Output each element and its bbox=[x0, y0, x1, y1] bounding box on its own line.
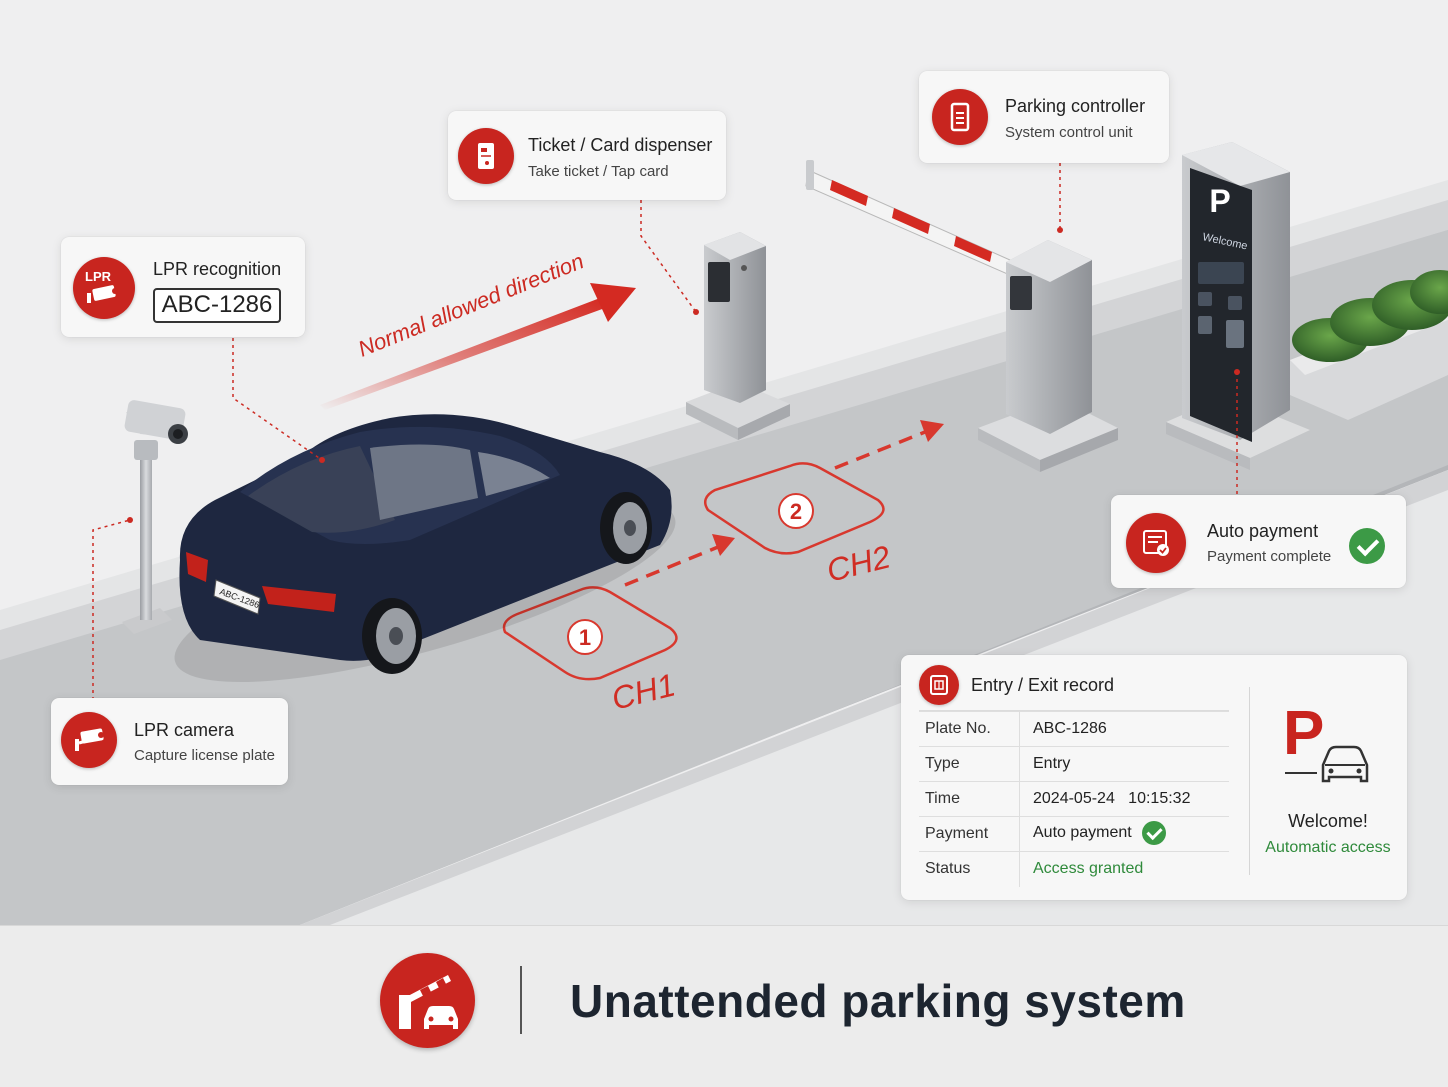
lpr-recognition-title: LPR recognition bbox=[153, 259, 282, 279]
car: ABC-1286 bbox=[174, 414, 676, 682]
check-icon bbox=[1141, 821, 1166, 845]
ticket-dispenser-title: Ticket / Card dispenser bbox=[528, 135, 713, 155]
check-icon bbox=[1349, 528, 1385, 564]
camera-icon bbox=[61, 712, 117, 768]
loop1-number: 1 bbox=[579, 625, 591, 650]
arrow-head-2 bbox=[920, 420, 944, 442]
path-arrows bbox=[624, 430, 926, 587]
barrier-car-icon bbox=[380, 953, 475, 1048]
row-value: Auto payment bbox=[1033, 824, 1132, 842]
row-label: Type bbox=[925, 755, 960, 772]
table-row: Time 2024-05-24 10:15:32 bbox=[919, 781, 1229, 817]
kiosk-letter: P bbox=[1209, 183, 1230, 219]
ticket-dispenser-subtitle: Take ticket / Tap card bbox=[528, 163, 669, 180]
row-value: Access granted bbox=[1033, 860, 1144, 877]
ticket-dispenser bbox=[686, 232, 790, 440]
callout-dots bbox=[127, 227, 1240, 523]
entry-exit-record-card: Entry / Exit record Plate No. ABC-1286 T… bbox=[901, 655, 1407, 900]
lpr-camera-title: LPR camera bbox=[134, 720, 235, 740]
parking-controller-title: Parking controller bbox=[1005, 96, 1146, 116]
parking-letter: P bbox=[1283, 699, 1325, 768]
table-row: Payment Auto payment bbox=[919, 816, 1229, 852]
parking-controller-subtitle: System control unit bbox=[1005, 124, 1133, 141]
record-divider bbox=[1249, 687, 1250, 875]
parking-controller-card: Parking controller System control unit bbox=[919, 71, 1169, 163]
row-label: Time bbox=[925, 790, 960, 807]
camera-icon: LPR bbox=[73, 257, 135, 319]
footer-divider bbox=[520, 966, 522, 1034]
record-header-rule bbox=[919, 710, 1229, 711]
ticket-dispenser-card: Ticket / Card dispenser Take ticket / Ta… bbox=[448, 111, 726, 200]
lpr-camera-subtitle: Capture license plate bbox=[134, 747, 275, 764]
lpr-camera-card: LPR camera Capture license plate bbox=[51, 698, 288, 785]
automatic-access-text: Automatic access bbox=[1265, 839, 1391, 856]
receipt-icon bbox=[1126, 513, 1186, 573]
lpr-camera-pole bbox=[122, 400, 188, 634]
row-label: Payment bbox=[925, 825, 989, 842]
welcome-text: Welcome! bbox=[1288, 811, 1368, 831]
lpr-badge-text: LPR bbox=[85, 269, 112, 284]
controller-icon bbox=[932, 89, 988, 145]
footer: Unattended parking system bbox=[0, 925, 1448, 1087]
auto-payment-card: Auto payment Payment complete bbox=[1111, 495, 1406, 588]
row-label: Status bbox=[925, 860, 971, 877]
table-row: Status Access granted bbox=[919, 851, 1229, 887]
record-title: Entry / Exit record bbox=[971, 675, 1115, 695]
page-title: Unattended parking system bbox=[570, 975, 1186, 1027]
loop-ch1: 1 CH1 bbox=[502, 586, 679, 717]
lpr-recognition-card: LPR LPR recognition ABC-1286 bbox=[61, 237, 305, 337]
table-row: Plate No. ABC-1286 bbox=[919, 711, 1229, 747]
hedge-planter bbox=[1290, 270, 1448, 420]
row-value: 2024-05-24 10:15:32 bbox=[1033, 790, 1191, 807]
row-label: Plate No. bbox=[925, 720, 991, 737]
auto-payment-subtitle: Payment complete bbox=[1207, 548, 1332, 565]
auto-payment-title: Auto payment bbox=[1207, 521, 1319, 541]
barrier-gate bbox=[805, 160, 1118, 472]
record-icon bbox=[919, 665, 959, 705]
callout-lines bbox=[92, 163, 1238, 700]
ticket-icon bbox=[458, 128, 514, 184]
loop2-number: 2 bbox=[790, 499, 802, 524]
table-row: Type Entry bbox=[919, 746, 1229, 782]
parking-car-icon: P bbox=[1281, 699, 1371, 791]
recognized-plate: ABC-1286 bbox=[153, 288, 281, 323]
row-value: ABC-1286 bbox=[1033, 720, 1107, 737]
row-value: Entry bbox=[1033, 755, 1071, 772]
arrow-head-1 bbox=[712, 534, 735, 556]
